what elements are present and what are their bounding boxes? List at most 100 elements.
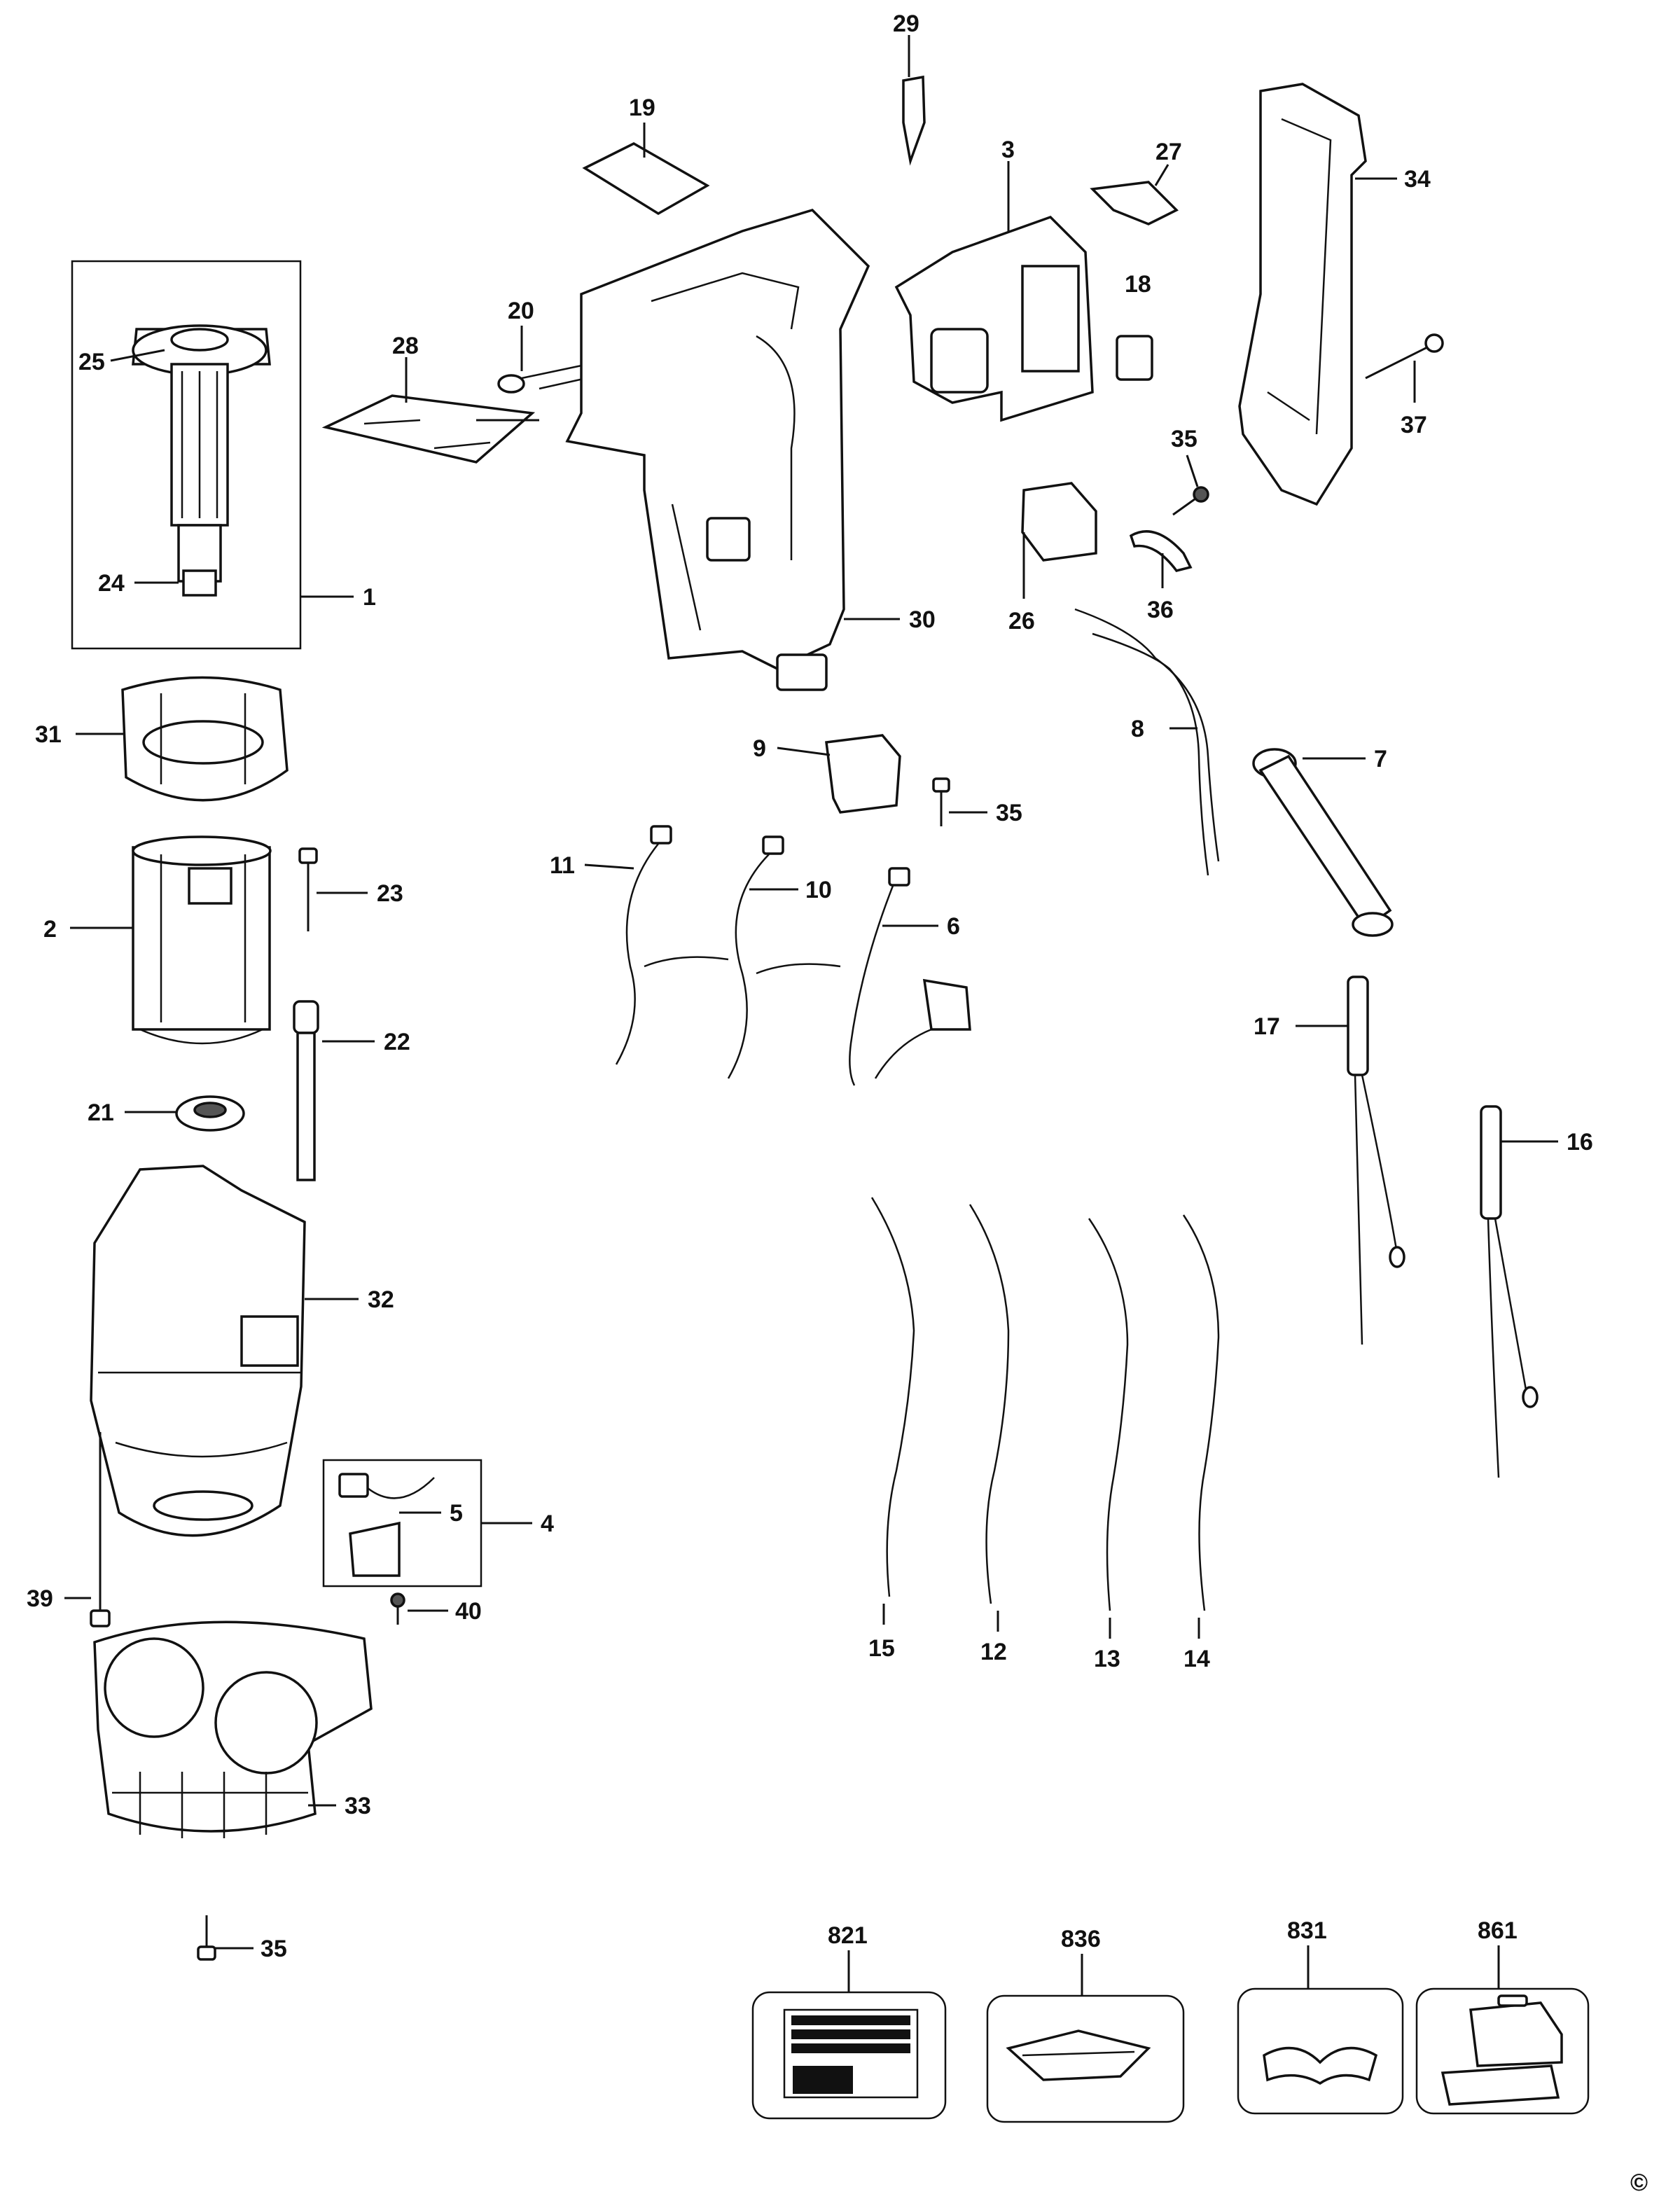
plate-28	[321, 394, 539, 464]
label-24: 24	[98, 570, 179, 597]
svg-text:14: 14	[1183, 1646, 1210, 1672]
label-26: 26	[1008, 532, 1035, 634]
accessory-831-manual: 831	[1237, 1917, 1404, 2115]
svg-text:861: 861	[1478, 1917, 1518, 1944]
label-36: 36	[1147, 553, 1174, 623]
svg-text:39: 39	[27, 1585, 53, 1612]
accessory-861-case: 861	[1415, 1917, 1590, 2115]
bracket-9	[825, 734, 901, 814]
wire-10	[727, 835, 841, 1079]
wire-12	[969, 1204, 1010, 1604]
label-32: 32	[305, 1286, 394, 1313]
screw-35-bottom	[197, 1915, 216, 1961]
label-35b: 35	[949, 800, 1022, 826]
svg-text:821: 821	[828, 1922, 868, 1949]
label-40: 40	[408, 1598, 482, 1625]
svg-text:23: 23	[377, 880, 403, 907]
screw-35-upper	[1172, 486, 1209, 516]
label-10: 10	[749, 877, 832, 903]
screw-35-middle	[932, 777, 950, 826]
wire-14	[1182, 1214, 1220, 1611]
label-21: 21	[88, 1099, 176, 1126]
accessory-821-label-sheet: 821	[751, 1922, 947, 2120]
label-20: 20	[508, 298, 534, 371]
clip-27	[1090, 181, 1179, 225]
label-23: 23	[317, 880, 403, 907]
label-28: 28	[392, 333, 419, 403]
sleeve-16	[1480, 1105, 1539, 1478]
label-22: 22	[322, 1029, 410, 1055]
motor-housing	[90, 1165, 306, 1537]
svg-text:24: 24	[98, 570, 125, 597]
svg-text:32: 32	[368, 1286, 394, 1313]
svg-text:7: 7	[1374, 746, 1387, 772]
svg-text:13: 13	[1094, 1646, 1120, 1672]
power-cord-8	[1074, 608, 1220, 876]
svg-text:4: 4	[541, 1511, 554, 1537]
label-9: 9	[753, 735, 831, 762]
label-3: 3	[1001, 137, 1015, 231]
copyright-mark: ©	[1630, 2169, 1648, 2196]
label-8: 8	[1131, 716, 1197, 742]
svg-text:31: 31	[35, 721, 62, 748]
tube-22	[293, 1000, 319, 1181]
svg-text:35: 35	[996, 800, 1022, 826]
svg-text:15: 15	[868, 1635, 895, 1662]
field-stator	[132, 835, 272, 1045]
label-6: 6	[882, 913, 960, 940]
label-12: 12	[980, 1611, 1007, 1665]
wire-13	[1088, 1218, 1129, 1611]
svg-text:6: 6	[947, 913, 960, 940]
gear-housing	[93, 1620, 373, 1838]
svg-text:3: 3	[1001, 137, 1015, 163]
screw-39	[90, 1432, 111, 1627]
label-19: 19	[629, 95, 655, 158]
label-15: 15	[868, 1604, 895, 1662]
cord-protector-7	[1252, 748, 1394, 937]
label-18: 18	[1125, 271, 1151, 298]
svg-text:8: 8	[1131, 716, 1144, 742]
label-13: 13	[1094, 1618, 1120, 1672]
switch-3	[894, 215, 1094, 422]
switch-lever-29	[902, 75, 926, 166]
cover-19	[582, 142, 710, 216]
svg-text:37: 37	[1401, 412, 1427, 438]
switch-26	[1021, 482, 1097, 562]
wire-11	[615, 825, 729, 1065]
capacitor-18	[1116, 335, 1153, 381]
svg-text:5: 5	[450, 1500, 463, 1527]
svg-text:26: 26	[1008, 608, 1035, 634]
wire-15	[870, 1197, 915, 1597]
screw-23	[298, 847, 318, 931]
svg-text:19: 19	[629, 95, 655, 121]
fan-baffle	[121, 676, 289, 802]
sleeve-17	[1347, 975, 1405, 1345]
svg-text:29: 29	[893, 11, 919, 37]
cord-clamp-36	[1129, 530, 1193, 572]
label-35a: 35	[1171, 426, 1199, 487]
label-5: 5	[399, 1500, 463, 1527]
label-31: 31	[35, 721, 125, 748]
svg-text:1: 1	[363, 584, 376, 611]
svg-text:20: 20	[508, 298, 534, 324]
armature-assembly	[71, 260, 302, 650]
svg-text:28: 28	[392, 333, 419, 359]
svg-text:16: 16	[1567, 1129, 1593, 1155]
svg-text:34: 34	[1404, 166, 1431, 193]
label-39: 39	[27, 1585, 91, 1612]
svg-text:18: 18	[1125, 271, 1151, 298]
side-handle-34	[1238, 83, 1367, 506]
label-1: 1	[301, 584, 376, 611]
label-25: 25	[78, 349, 165, 375]
label-11: 11	[550, 852, 634, 879]
svg-text:27: 27	[1155, 139, 1182, 165]
label-37: 37	[1401, 361, 1427, 438]
wire-6	[849, 867, 971, 1086]
screw-40	[390, 1592, 405, 1625]
svg-text:836: 836	[1061, 1926, 1101, 1952]
label-35c: 35	[214, 1936, 287, 1962]
label-2: 2	[43, 916, 133, 943]
label-4: 4	[481, 1511, 554, 1537]
svg-text:12: 12	[980, 1639, 1007, 1665]
